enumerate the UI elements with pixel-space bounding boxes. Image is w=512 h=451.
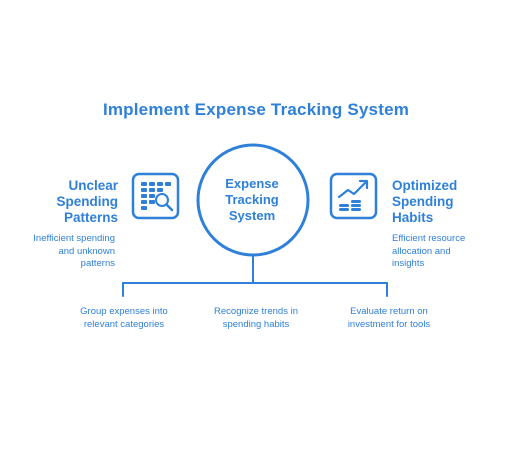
- right-heading-line: Spending: [392, 194, 454, 209]
- right-description: Efficient resource allocation and insigh…: [392, 233, 507, 271]
- branch-label-line: Evaluate return on: [350, 306, 428, 317]
- left-heading: Unclear Spending Patterns: [40, 178, 119, 226]
- spreadsheet-magnifier-icon: [131, 172, 180, 220]
- right-heading: Optimized Spending Habits: [392, 178, 502, 226]
- right-description-line: allocation and: [392, 245, 451, 257]
- left-heading-line: Patterns: [63, 210, 118, 225]
- branch-label-line: Recognize trends in: [214, 306, 298, 317]
- center-label-line: Tracking: [225, 192, 279, 207]
- diagram-title: Implement Expense Tracking System: [102, 100, 410, 119]
- branch-label-line: relevant categories: [83, 318, 165, 330]
- branch-label-roi: Evaluate return on investment for tools: [324, 306, 454, 331]
- right-description-line: insights: [392, 258, 425, 269]
- center-label-line: System: [228, 208, 276, 223]
- left-heading-line: Spending: [56, 194, 119, 209]
- right-description-line: Efficient resource: [392, 233, 466, 244]
- branch-label-line: investment for tools: [347, 318, 431, 330]
- center-label: Expense Tracking System: [200, 176, 304, 224]
- right-heading-line: Optimized: [392, 178, 458, 193]
- branch-label-line: spending habits: [222, 318, 290, 330]
- left-description: Inefficient spending and unknown pattern…: [10, 233, 115, 271]
- center-label-line: Expense: [225, 176, 279, 191]
- branch-label-line: Group expenses into: [80, 306, 168, 317]
- coins-growth-chart-icon: [329, 172, 378, 220]
- left-description-line: Inefficient spending: [33, 233, 115, 244]
- left-description-line: patterns: [80, 258, 115, 269]
- connector-lines: [122, 254, 388, 297]
- right-heading-line: Habits: [392, 210, 434, 225]
- left-heading-line: Unclear: [68, 178, 118, 193]
- branch-label-trends: Recognize trends in spending habits: [191, 306, 321, 331]
- left-description-line: and unknown: [58, 245, 115, 257]
- branch-label-categories: Group expenses into relevant categories: [59, 306, 189, 331]
